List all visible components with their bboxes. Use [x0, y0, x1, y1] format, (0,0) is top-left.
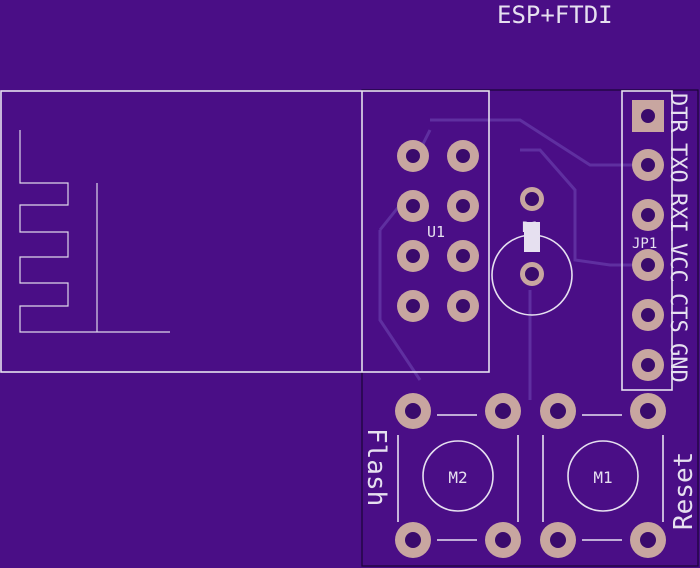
pin-label-cts: CTS: [665, 293, 690, 333]
antenna-trace: [19, 130, 170, 333]
esp-module-footprint: [0, 90, 490, 373]
jp1-header: [621, 90, 673, 391]
jp1-label: JP1: [632, 236, 657, 252]
u1-label: U1: [427, 223, 445, 241]
flash-label: Flash: [361, 428, 391, 506]
board-title: ESP+FTDI: [497, 1, 613, 29]
reset-label: Reset: [669, 452, 699, 530]
m2-label: M2: [448, 468, 467, 487]
u1-pads: [397, 140, 479, 322]
m1-label: M1: [593, 468, 612, 487]
m2-switch: [395, 393, 521, 558]
pin-label-vcc: VCC: [665, 243, 690, 283]
m1-switch: [540, 393, 666, 558]
d1-led: [491, 187, 573, 316]
pin-label-dtr: DTR: [665, 93, 690, 133]
d1-label: D1: [522, 220, 539, 236]
pin-label-txo: TXO: [665, 143, 690, 183]
pin-label-gnd: GND: [665, 343, 690, 383]
header-pin-labels: DTR TXO RXI VCC CTS GND: [665, 93, 690, 383]
pin-label-rxi: RXI: [665, 193, 690, 233]
